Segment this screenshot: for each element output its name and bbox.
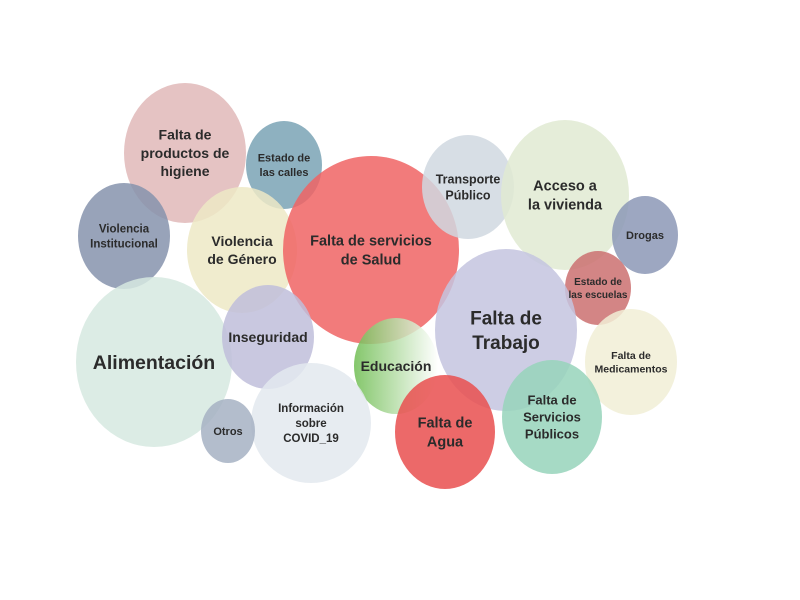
bubble-calles — [246, 121, 322, 209]
bubble-otros — [201, 399, 255, 463]
bubble-shape-servicios-publicos — [502, 360, 602, 474]
bubble-shape-medicamentos — [585, 309, 677, 415]
bubble-violencia-institucional — [78, 183, 170, 289]
bubble-label: Públicos — [525, 426, 579, 441]
bubble-shape-alimentacion — [76, 277, 232, 447]
bubble-label: Educación — [361, 358, 432, 374]
bubble-label: Información — [278, 403, 344, 415]
bubble-drogas — [612, 196, 678, 274]
bubble-shape-inseguridad — [222, 285, 314, 389]
bubble-salud — [283, 156, 459, 344]
bubble-label: Público — [445, 189, 491, 203]
bubble-label: la vivienda — [528, 198, 603, 214]
bubble-label: Falta de — [418, 416, 473, 432]
bubble-label: Acceso a — [533, 179, 598, 195]
bubble-shape-higiene — [124, 83, 246, 223]
bubble-label: Falta de — [470, 308, 542, 329]
bubble-escuelas — [565, 251, 631, 325]
bubble-higiene — [124, 83, 246, 223]
bubble-shape-salud — [283, 156, 459, 344]
bubble-shape-transporte — [422, 135, 514, 239]
bubble-label: Medicamentos — [595, 364, 668, 376]
bubble-alimentacion — [76, 277, 232, 447]
bubble-medicamentos — [585, 309, 677, 415]
bubble-label: Inseguridad — [228, 329, 307, 345]
bubble-label: Falta de servicios — [310, 234, 432, 250]
bubble-label: las calles — [260, 167, 309, 179]
bubble-label: COVID_19 — [283, 433, 339, 445]
bubble-label: Agua — [427, 435, 464, 451]
bubble-label: Violencia — [211, 233, 272, 249]
bubble-label: las escuelas — [569, 290, 628, 301]
bubble-label: Falta de — [527, 393, 576, 408]
bubble-label: Violencia — [99, 224, 150, 236]
bubble-label: higiene — [160, 163, 209, 179]
bubble-label: Estado de — [258, 153, 311, 165]
bubble-label: Transporte — [436, 172, 501, 186]
bubble-agua — [395, 375, 495, 489]
bubble-label: Falta de — [159, 127, 212, 143]
bubble-label: Alimentación — [93, 352, 215, 374]
bubble-covid — [251, 363, 371, 483]
bubble-label: de Salud — [341, 253, 401, 269]
bubble-shape-otros — [201, 399, 255, 463]
bubble-label: sobre — [295, 418, 326, 430]
bubble-inseguridad — [222, 285, 314, 389]
bubble-shape-covid — [251, 363, 371, 483]
bubble-transporte — [422, 135, 514, 239]
bubble-shape-agua — [395, 375, 495, 489]
bubble-label: Drogas — [626, 230, 664, 242]
bubble-label: de Género — [207, 251, 276, 267]
bubble-shape-escuelas — [565, 251, 631, 325]
bubble-label: Institucional — [90, 239, 158, 251]
bubble-shape-violencia-genero — [187, 187, 297, 313]
bubble-label: productos de — [141, 145, 230, 161]
bubble-vivienda — [501, 120, 629, 270]
bubble-label: Servicios — [523, 410, 581, 425]
bubble-shape-violencia-institucional — [78, 183, 170, 289]
bubble-label: Falta de — [611, 350, 651, 362]
bubble-violencia-genero — [187, 187, 297, 313]
bubble-shape-vivienda — [501, 120, 629, 270]
bubble-servicios-publicos — [502, 360, 602, 474]
bubble-label: Estado de — [574, 277, 622, 288]
bubble-shape-drogas — [612, 196, 678, 274]
bubble-label: Trabajo — [472, 333, 540, 354]
bubble-label: Otros — [213, 426, 242, 438]
bubble-shape-calles — [246, 121, 322, 209]
